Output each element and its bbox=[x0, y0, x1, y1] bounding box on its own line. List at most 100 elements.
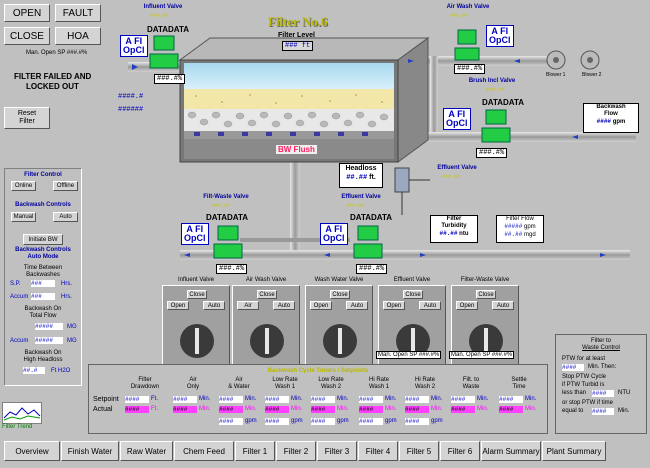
cycle-col-header-1: Low Rate bbox=[318, 377, 344, 383]
influent-close-button[interactable]: Close bbox=[187, 290, 207, 299]
reset-filter-line-2: Filter bbox=[19, 118, 35, 125]
cycle-setpoint-value[interactable]: #### bbox=[311, 396, 335, 403]
backwash-opcl: OpCl bbox=[446, 118, 468, 128]
influent-selector-knob[interactable] bbox=[180, 324, 214, 358]
influent-valve-label: Influent Valve bbox=[143, 4, 183, 10]
wash-water-auto-button[interactable]: Auto bbox=[346, 301, 368, 310]
cycle-actual-unit: Min. bbox=[291, 406, 303, 412]
air-wash-valve-icon bbox=[454, 29, 480, 61]
effluent-open-button[interactable]: Open bbox=[383, 301, 405, 310]
headloss-unit: ft. bbox=[369, 174, 376, 181]
cycle-setpoint-unit: Min. bbox=[199, 396, 211, 402]
air-wash-auto-button[interactable]: Auto bbox=[273, 301, 295, 310]
cycle-setpoint-value[interactable]: #### bbox=[173, 396, 197, 403]
nav-tab-raw-water[interactable]: Raw Water bbox=[120, 441, 173, 461]
accum2-value: ##### bbox=[35, 337, 63, 344]
cycle-actual-value: #### bbox=[125, 406, 149, 413]
nav-tab-finish-water[interactable]: Finish Water bbox=[61, 441, 119, 461]
cycle-setpoint-value[interactable]: #### bbox=[359, 396, 383, 403]
wash-water-close-button[interactable]: Close bbox=[330, 290, 350, 299]
filter-waste-man-open-sp[interactable]: Man. Open SP ###.#% bbox=[449, 351, 515, 359]
nav-tab-filter-1[interactable]: Filter 1 bbox=[235, 441, 275, 461]
online-button[interactable]: Online bbox=[11, 181, 36, 191]
air-wash-afi: A FI bbox=[491, 26, 509, 36]
headloss-transmitter bbox=[394, 167, 410, 193]
cycle-actual-unit: Min. bbox=[431, 406, 443, 412]
backwash-datadata: DATADATA bbox=[482, 98, 525, 107]
cycle-setpoint-value[interactable]: #### bbox=[265, 396, 289, 403]
alarm-line-1: FILTER FAILED AND bbox=[14, 72, 92, 81]
filter-waste-close-button[interactable]: Close bbox=[476, 290, 496, 299]
manual-open-setpoint[interactable]: Man. Open SP ###.#% bbox=[26, 50, 88, 56]
nav-tab-filter-6[interactable]: Filter 6 bbox=[440, 441, 480, 461]
total-flow-1: Backwash On bbox=[24, 306, 62, 312]
effluent-close-button[interactable]: Close bbox=[403, 290, 423, 299]
cycle-flow-value: #### bbox=[311, 418, 335, 425]
nav-tab-filter-4[interactable]: Filter 4 bbox=[358, 441, 398, 461]
filter-waste-valve-label: Filt-Waste Valve bbox=[203, 194, 249, 200]
sp-value[interactable]: ### bbox=[31, 280, 55, 287]
ftw-value-1[interactable]: #### bbox=[562, 364, 584, 371]
ftw-value-6[interactable]: #### bbox=[592, 408, 614, 415]
cycle-setpoint-value[interactable]: #### bbox=[451, 396, 475, 403]
ftw-value-4[interactable]: #### bbox=[592, 390, 614, 397]
nav-tab-alarm-summary[interactable]: Alarm Summary bbox=[481, 441, 541, 461]
effluent-auto-button[interactable]: Auto bbox=[419, 301, 441, 310]
cycle-setpoint-value[interactable]: #### bbox=[219, 396, 243, 403]
hoa-button[interactable]: HOA bbox=[55, 27, 101, 45]
ftw-line-3: if PTW Turbid is bbox=[562, 382, 605, 388]
filter-trend-button[interactable]: Filter Trend bbox=[2, 402, 44, 432]
accum-label: Accum bbox=[10, 294, 29, 300]
backwash-flow-unit: gpm bbox=[612, 119, 626, 125]
initiate-bw-button[interactable]: Initiate BW bbox=[23, 234, 63, 245]
wash-water-open-button[interactable]: Open bbox=[310, 301, 332, 310]
sp-unit: Hrs. bbox=[61, 281, 72, 287]
effluent-man-open-sp[interactable]: Man. Open SP ###.#% bbox=[376, 351, 442, 359]
headloss-trigger-value[interactable]: ##.# bbox=[23, 367, 45, 374]
close-button[interactable]: CLOSE bbox=[4, 27, 50, 45]
nav-tab-filter-2[interactable]: Filter 2 bbox=[276, 441, 316, 461]
nav-tab-filter-5[interactable]: Filter 5 bbox=[399, 441, 439, 461]
left-value-1: ####.# bbox=[118, 93, 144, 101]
open-button[interactable]: OPEN bbox=[4, 4, 50, 22]
nav-tab-overview[interactable]: Overview bbox=[4, 441, 60, 461]
filter-waste-auto-button[interactable]: Auto bbox=[492, 301, 514, 310]
filter-waste-open-button[interactable]: Open bbox=[456, 301, 478, 310]
influent-open-button[interactable]: Open bbox=[167, 301, 189, 310]
influent-valve-panel: Influent Valve Close Open Auto bbox=[162, 277, 230, 368]
effluent-top-yellow: ###.## bbox=[442, 174, 461, 180]
fault-button[interactable]: FAULT bbox=[55, 4, 101, 22]
nav-tab-plant-summary[interactable]: Plant Summary bbox=[542, 441, 606, 461]
air-wash-selector-knob[interactable] bbox=[250, 324, 284, 358]
air-wash-close-button[interactable]: Close bbox=[257, 290, 277, 299]
accum-unit: Hrs. bbox=[61, 294, 72, 300]
reset-filter-button[interactable]: Reset Filter bbox=[4, 107, 50, 129]
cycle-col-header-1: Air bbox=[189, 377, 197, 383]
nav-tab-chem-feed[interactable]: Chem Feed bbox=[174, 441, 234, 461]
cycle-setpoint-value[interactable]: #### bbox=[499, 396, 523, 403]
nav-tab-filter-3[interactable]: Filter 3 bbox=[317, 441, 357, 461]
influent-auto-button[interactable]: Auto bbox=[203, 301, 225, 310]
wash-water-selector-knob[interactable] bbox=[323, 324, 357, 358]
filter-flow-gpm-value: ##### bbox=[504, 223, 523, 230]
time-between-1: Time Between bbox=[23, 265, 63, 271]
cycle-setpoint-value[interactable]: #### bbox=[405, 396, 429, 403]
cycle-setpoint-value[interactable]: #### bbox=[125, 396, 149, 403]
air-wash-open-button[interactable]: Air bbox=[237, 301, 259, 310]
manual-button[interactable]: Manual bbox=[11, 212, 36, 222]
total-flow-setpoint[interactable]: ##### bbox=[35, 323, 63, 330]
cycle-actual-unit: Min. bbox=[525, 406, 537, 412]
influent-afi: A FI bbox=[125, 36, 143, 46]
auto-button[interactable]: Auto bbox=[53, 212, 78, 222]
cycle-actual-value: #### bbox=[173, 406, 197, 413]
cycle-actual-unit: Min. bbox=[477, 406, 489, 412]
offline-button[interactable]: Offline bbox=[53, 181, 78, 191]
backwash-afi: A FI bbox=[448, 109, 466, 119]
accum2-label: Accum bbox=[10, 338, 29, 344]
filter-control-title: Filter Control bbox=[24, 172, 62, 178]
